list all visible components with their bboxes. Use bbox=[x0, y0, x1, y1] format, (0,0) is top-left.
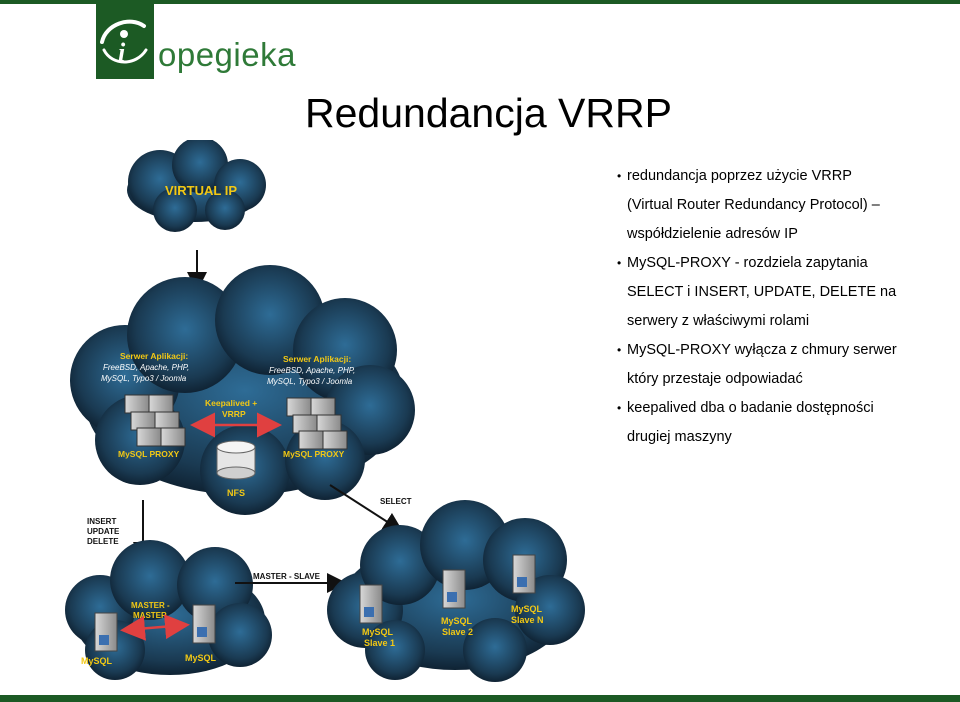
bullet-list: redundancja poprzez użycie VRRP (Virtual… bbox=[617, 162, 947, 452]
virtual-ip-label: VIRTUAL IP bbox=[165, 183, 237, 198]
slave-1-label-line2: Slave 1 bbox=[364, 638, 395, 648]
slide-title: Redundancja VRRP bbox=[305, 90, 672, 137]
bullet-line: drugiej maszyny bbox=[617, 423, 947, 452]
logo-text: opegieka bbox=[158, 36, 296, 74]
slave-n-label-line1: MySQL bbox=[511, 604, 543, 614]
mysql-proxy-label-right: MySQL PROXY bbox=[283, 449, 345, 459]
bullet-line: keepalived dba o badanie dostępności bbox=[617, 394, 947, 423]
server-app-line2-left: MySQL, Typo3 / Joomla bbox=[101, 374, 187, 383]
slave-1-label-line1: MySQL bbox=[362, 627, 394, 637]
mysql-slave-2-icon bbox=[443, 570, 465, 608]
bullet-line: współdzielenie adresów IP bbox=[617, 220, 947, 249]
server-app-title-left: Serwer Aplikacji: bbox=[120, 351, 188, 361]
keepalived-label-line1: Keepalived + bbox=[205, 398, 257, 408]
master-slave-label: MASTER - SLAVE bbox=[253, 572, 321, 581]
server-app-title-right: Serwer Aplikacji: bbox=[283, 354, 351, 364]
bullet-item: MySQL-PROXY - rozdziela zapytania SELECT… bbox=[617, 249, 947, 336]
iud-label-line2: UPDATE bbox=[87, 527, 120, 536]
bullet-line: MySQL-PROXY - rozdziela zapytania bbox=[617, 249, 947, 278]
server-app-line2-right: MySQL, Typo3 / Joomla bbox=[267, 377, 353, 386]
mysql-proxy-label-left: MySQL PROXY bbox=[118, 449, 180, 459]
bullet-line: który przestaje odpowiadać bbox=[617, 365, 947, 394]
master-master-cloud: MASTER - MASTER MySQL MySQL bbox=[65, 540, 272, 680]
app-cluster-cloud: Serwer Aplikacji: FreeBSD, Apache, PHP, … bbox=[70, 265, 415, 515]
bullet-item: redundancja poprzez użycie VRRP (Virtual… bbox=[617, 162, 947, 249]
select-label: SELECT bbox=[380, 497, 412, 506]
mysql-master-right-icon bbox=[193, 605, 215, 643]
bullet-line: MySQL-PROXY wyłącza z chmury serwer bbox=[617, 336, 947, 365]
slave-n-label-line2: Slave N bbox=[511, 615, 544, 625]
bullet-line: redundancja poprzez użycie VRRP bbox=[617, 162, 947, 191]
mysql-slave-n-icon bbox=[513, 555, 535, 593]
master-master-label-line2: MASTER bbox=[133, 611, 167, 620]
slaves-cloud: MySQL Slave 1 MySQL Slave 2 MySQL Slave … bbox=[327, 500, 585, 682]
bottom-accent-bar bbox=[0, 695, 960, 702]
arrow-select bbox=[330, 485, 400, 530]
logo-mark: i bbox=[96, 4, 154, 79]
mysql-slave-1-icon bbox=[360, 585, 382, 623]
mysql-label-left: MySQL bbox=[81, 656, 113, 666]
server-app-line1-left: FreeBSD, Apache, PHP, bbox=[103, 363, 189, 372]
bullet-item: keepalived dba o badanie dostępności dru… bbox=[617, 394, 947, 452]
virtual-ip-cloud: VIRTUAL IP bbox=[127, 140, 266, 232]
nfs-label: NFS bbox=[227, 488, 245, 498]
nfs-storage-icon bbox=[217, 441, 255, 479]
master-master-label-line1: MASTER - bbox=[131, 601, 170, 610]
keepalived-label-line2: VRRP bbox=[222, 409, 246, 419]
bullet-line: SELECT i INSERT, UPDATE, DELETE na bbox=[617, 278, 947, 307]
mysql-label-right: MySQL bbox=[185, 653, 217, 663]
bullet-item: MySQL-PROXY wyłącza z chmury serwer któr… bbox=[617, 336, 947, 394]
bullet-line: (Virtual Router Redundancy Protocol) – bbox=[617, 191, 947, 220]
iud-label-line1: INSERT bbox=[87, 517, 116, 526]
bullet-line: serwery z właściwymi rolami bbox=[617, 307, 947, 336]
logo-mark-letter: i bbox=[118, 38, 125, 68]
server-app-line1-right: FreeBSD, Apache, PHP, bbox=[269, 366, 355, 375]
mysql-master-left-icon bbox=[95, 613, 117, 651]
iud-label-line3: DELETE bbox=[87, 537, 119, 546]
network-diagram: VIRTUAL IP Serwer Aplikacji: FreeBSD, Ap… bbox=[55, 140, 615, 700]
slave-2-label-line1: MySQL bbox=[441, 616, 473, 626]
slave-2-label-line2: Slave 2 bbox=[442, 627, 473, 637]
